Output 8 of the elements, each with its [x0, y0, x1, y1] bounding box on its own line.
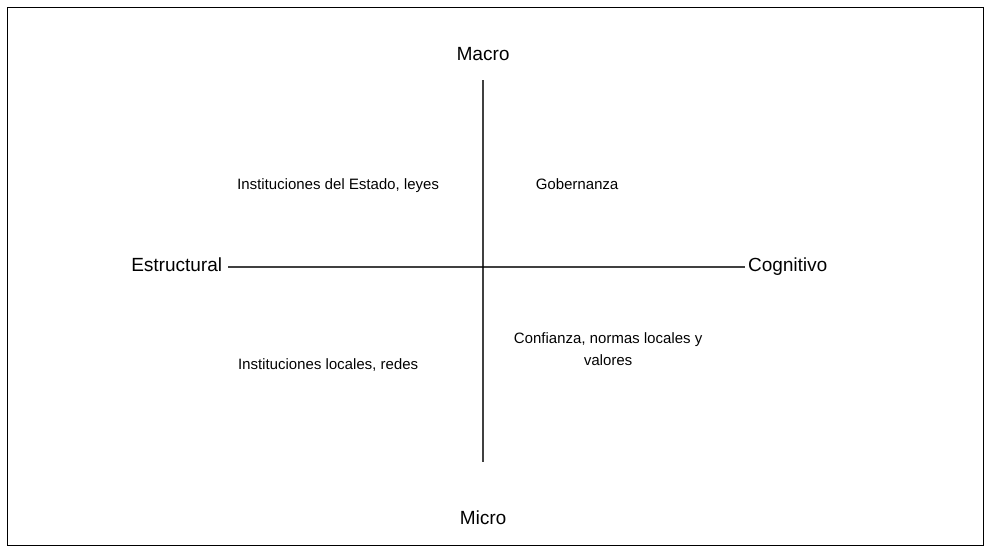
axis-label: Cognitivo [748, 255, 828, 277]
quadrant-label: Instituciones del Estado, leyes [236, 175, 440, 195]
axis-label: Micro [458, 508, 508, 530]
quadrant-label: Confianza, normas locales y valores [512, 329, 704, 371]
axis-label: Estructural [130, 255, 222, 277]
quadrant-label: Gobernanza [534, 175, 620, 195]
axis-label: Macro [456, 44, 510, 66]
quadrant-label: Instituciones locales, redes [236, 355, 420, 375]
